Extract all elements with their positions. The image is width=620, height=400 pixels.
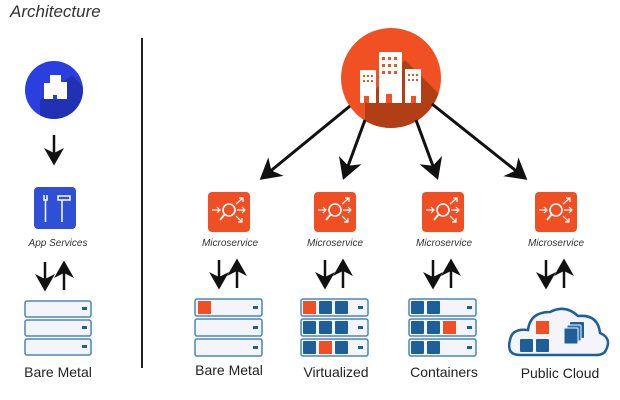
fanout-arrow-bare-metal bbox=[259, 104, 351, 180]
deploy-label-bare-metal: Bare Metal bbox=[195, 362, 263, 378]
enterprise-hub-icon bbox=[341, 28, 441, 128]
microservice-icon bbox=[208, 192, 250, 232]
microservice-label: Microservice bbox=[415, 238, 473, 249]
left-bare-metal-label: Bare Metal bbox=[24, 364, 92, 380]
app-services-icon bbox=[34, 187, 76, 229]
bare-metal-server-stack bbox=[24, 300, 92, 356]
microservice-label: Microservice bbox=[201, 238, 259, 249]
fanout-arrow-public-cloud bbox=[431, 102, 528, 180]
fanout-arrow-containers bbox=[414, 119, 443, 180]
public-cloud-icon bbox=[507, 307, 610, 357]
monolith-enterprise-icon bbox=[25, 61, 83, 119]
deploy-label-public-cloud: Public Cloud bbox=[520, 365, 600, 381]
microservice-label: Microservice bbox=[527, 238, 585, 249]
diagram-title: Architecture bbox=[10, 2, 101, 21]
containers-stack bbox=[408, 298, 477, 357]
microservice-icon bbox=[422, 192, 464, 232]
deploy-label-containers: Containers bbox=[410, 364, 478, 380]
section-divider bbox=[141, 38, 143, 368]
app-services-label: App Services bbox=[28, 238, 88, 249]
deploy-label-virtualized: Virtualized bbox=[303, 364, 369, 380]
fanout-arrow-virtualized bbox=[338, 119, 367, 180]
microservice-icon bbox=[535, 192, 577, 232]
microservice-icon bbox=[314, 192, 356, 232]
bare-metal-stack bbox=[194, 298, 263, 357]
microservice-label: Microservice bbox=[306, 238, 364, 249]
virtualized-stack bbox=[300, 298, 369, 357]
microservice-chip-icon bbox=[198, 301, 211, 314]
